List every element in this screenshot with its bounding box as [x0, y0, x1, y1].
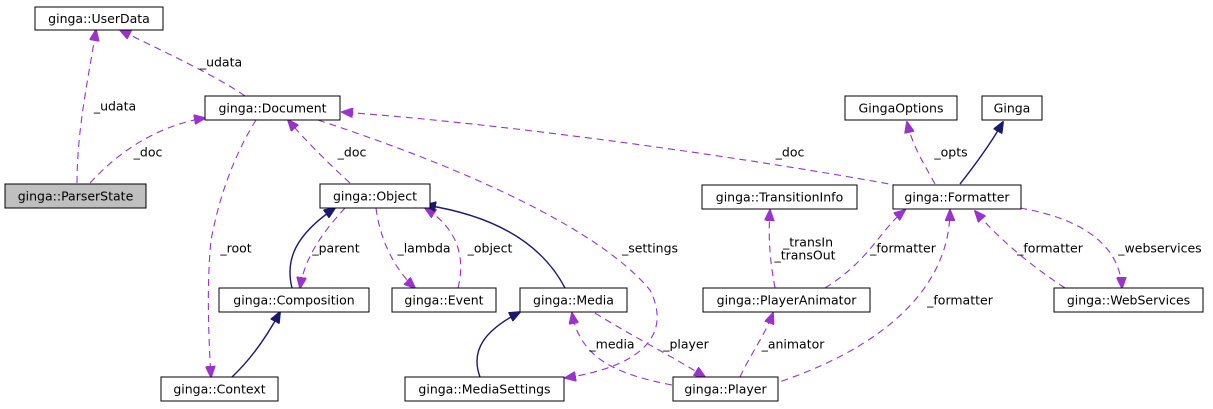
- edges: [76, 30, 1122, 386]
- edge-playeranimator-transitioninfo: [769, 210, 776, 289]
- label-doc-parserstate: _doc: [133, 145, 163, 160]
- edge-formatter-ginga: [959, 122, 1003, 185]
- edge-formatter-document: [342, 112, 901, 187]
- node-ginga[interactable]: Ginga: [981, 95, 1043, 121]
- edge-mediasettings-media: [476, 312, 520, 378]
- edge-composition-object: [289, 208, 335, 289]
- node-mediasettings-label: ginga::MediaSettings: [418, 382, 550, 397]
- label-opts: _opts: [933, 145, 967, 160]
- node-object-label: ginga::Object: [333, 189, 417, 204]
- edge-parserstate-document: [89, 118, 205, 184]
- label-root: _root: [219, 241, 251, 256]
- label-transout: _transOut: [773, 248, 835, 263]
- label-object: _object: [467, 241, 513, 256]
- label-media: _media: [588, 337, 634, 352]
- edge-context-document: [208, 119, 257, 377]
- label-formatter-webservices: _formatter: [1016, 241, 1084, 256]
- edge-webservices-formatter: [975, 211, 1066, 289]
- node-player-label: ginga::Player: [684, 382, 767, 397]
- node-transitioninfo-label: ginga::TransitionInfo: [716, 190, 843, 205]
- label-webservices: _webservices: [1117, 241, 1201, 256]
- label-formatter-playeranimator: _formatter: [869, 241, 937, 256]
- node-document-label: ginga::Document: [218, 101, 326, 116]
- label-formatter-player: _formatter: [926, 293, 994, 308]
- node-media-label: ginga::Media: [533, 293, 614, 308]
- node-userdata[interactable]: ginga::UserData: [34, 6, 164, 31]
- node-playeranimator[interactable]: ginga::PlayerAnimator: [702, 287, 871, 313]
- label-animator: _animator: [761, 337, 826, 352]
- node-webservices[interactable]: ginga::WebServices: [1053, 287, 1204, 313]
- node-document[interactable]: ginga::Document: [204, 95, 341, 121]
- node-context[interactable]: ginga::Context: [160, 376, 279, 402]
- node-composition-label: ginga::Composition: [233, 293, 354, 308]
- edge-player-media: [572, 313, 673, 386]
- node-parserstate[interactable]: ginga::ParserState: [4, 183, 147, 209]
- edge-player-playeranimator: [739, 313, 773, 378]
- label-player: _player: [662, 337, 709, 352]
- edge-media-object: [425, 205, 566, 289]
- node-ginga-label: Ginga: [994, 101, 1031, 116]
- edge-context-composition: [231, 312, 280, 378]
- node-event-label: ginga::Event: [404, 293, 483, 308]
- node-mediasettings[interactable]: ginga::MediaSettings: [404, 376, 565, 402]
- label-transin: _transIn: [782, 235, 833, 250]
- edge-playeranimator-formatter: [824, 210, 905, 289]
- node-formatter-label: ginga::Formatter: [904, 190, 1010, 205]
- node-event[interactable]: ginga::Event: [391, 287, 497, 313]
- label-udata-parserstate: _udata: [93, 99, 136, 114]
- label-udata-document: _udata: [199, 55, 242, 70]
- edge-player-formatter: [769, 210, 950, 386]
- node-playeranimator-label: ginga::PlayerAnimator: [717, 293, 858, 308]
- node-gingaoptions[interactable]: GingaOptions: [844, 95, 958, 121]
- node-parserstate-label: ginga::ParserState: [18, 189, 134, 204]
- nodes: ginga::UserData ginga::ParserState ginga…: [4, 6, 1204, 402]
- node-composition[interactable]: ginga::Composition: [218, 287, 370, 313]
- node-userdata-label: ginga::UserData: [48, 11, 150, 26]
- node-object[interactable]: ginga::Object: [319, 183, 431, 209]
- edge-parserstate-userdata: [76, 30, 96, 184]
- node-gingaoptions-label: GingaOptions: [859, 101, 944, 116]
- node-context-label: ginga::Context: [173, 382, 265, 397]
- node-player[interactable]: ginga::Player: [672, 376, 779, 402]
- edge-object-event: [425, 208, 462, 289]
- edge-formatter-gingaoptions: [907, 122, 936, 185]
- label-parent: _parent: [311, 241, 359, 256]
- edge-document-userdata: [120, 30, 246, 97]
- edge-labels: _udata _udata _doc _doc _doc _root _sett…: [93, 55, 1202, 352]
- label-doc-object: _doc: [337, 145, 367, 160]
- node-webservices-label: ginga::WebServices: [1067, 293, 1190, 308]
- edge-mediasettings-document: [317, 119, 658, 378]
- node-transitioninfo[interactable]: ginga::TransitionInfo: [701, 184, 858, 210]
- label-doc-formatter: _doc: [775, 145, 805, 160]
- node-media[interactable]: ginga::Media: [519, 287, 628, 313]
- label-lambda: _lambda: [396, 241, 450, 256]
- label-settings: _settings: [621, 241, 678, 256]
- node-formatter[interactable]: ginga::Formatter: [892, 184, 1022, 210]
- edge-media-player: [594, 312, 705, 377]
